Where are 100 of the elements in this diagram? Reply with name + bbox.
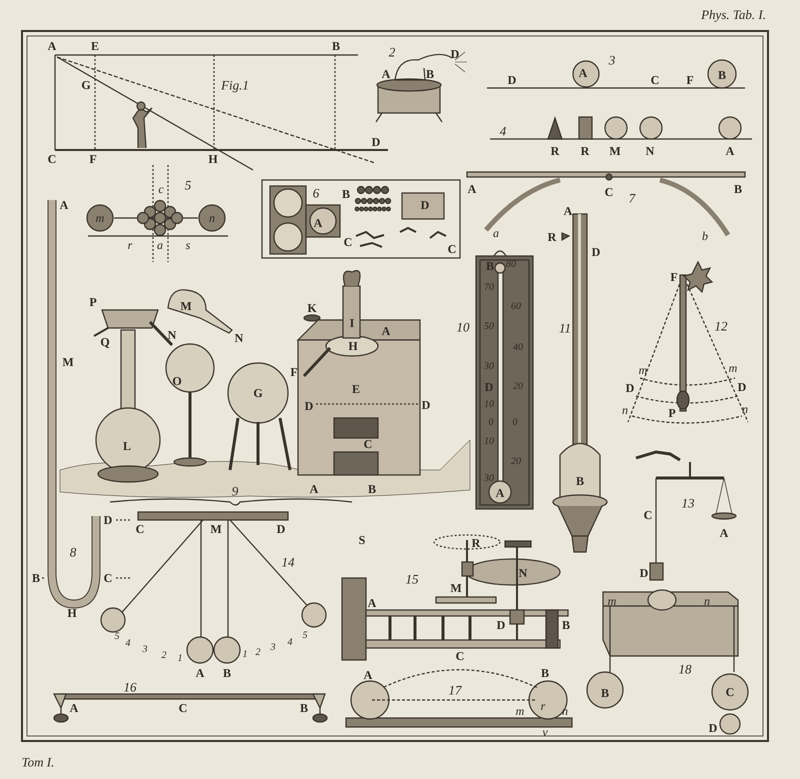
figure-letter: B: [368, 483, 376, 495]
figure-letter: C: [644, 509, 652, 521]
scale-number: 40: [513, 343, 523, 353]
figure-letter: P: [89, 296, 97, 308]
figure-letter: M: [180, 300, 192, 312]
figure-letter: m: [638, 364, 648, 376]
figure-letter: D: [276, 523, 286, 535]
figure-letter: A: [368, 597, 376, 609]
scale-number: 30: [484, 362, 494, 372]
figure-letter: m: [516, 705, 524, 717]
figure-letter: n: [622, 404, 628, 416]
figure-letter: B: [734, 183, 742, 195]
figure-letter: a: [493, 227, 499, 239]
scale-number: 20: [513, 382, 523, 392]
figure-number: 7: [628, 192, 636, 204]
figure-letter: B: [576, 475, 584, 487]
figure-letter: m: [728, 362, 738, 374]
figure-number: 16: [124, 680, 136, 694]
figure-letter: c: [158, 183, 164, 195]
figure-letter: n: [742, 403, 748, 415]
figure-number: Fig.1: [221, 78, 249, 92]
figure-letter: C: [344, 236, 352, 248]
scale-number: 4: [126, 639, 130, 649]
figure-letter: n: [704, 595, 710, 607]
figure-number: 15: [406, 572, 418, 586]
figure-letter: C: [178, 702, 188, 714]
figure-number: 14: [282, 556, 294, 568]
figure-letter: E: [91, 40, 99, 52]
figure-letter: Q: [100, 336, 110, 348]
figure-letter: S: [358, 534, 366, 546]
figure-letter: s: [186, 239, 190, 251]
figure-letter: v: [542, 726, 548, 738]
figure-letter: D: [450, 48, 460, 60]
figure-letter: D: [592, 246, 600, 258]
figure-letter: A: [70, 702, 78, 714]
scale-number: 70: [484, 283, 494, 293]
figure-number: 2: [388, 46, 396, 58]
figure-letter: R: [550, 145, 560, 157]
scale-number: 3: [142, 645, 148, 655]
figure-letter: H: [67, 607, 77, 619]
figure-letter: n: [209, 212, 215, 224]
figure-letter: A: [196, 667, 204, 679]
figure-letter: D: [508, 74, 516, 86]
figure-letter: C: [448, 243, 456, 255]
scale-number: 5: [302, 631, 308, 641]
figure-letter: M: [62, 356, 74, 368]
figure-letter: P: [668, 407, 676, 419]
figure-letter: B: [426, 68, 434, 80]
figure-number: 3: [608, 54, 616, 66]
figure-number: 5: [184, 178, 192, 192]
scale-number: 1: [242, 650, 248, 660]
figure-letter: H: [348, 340, 358, 352]
figure-letter: A: [468, 183, 476, 195]
scale-number: 10: [484, 400, 494, 410]
figure-letter: b: [702, 230, 708, 242]
figure-letter: A: [314, 217, 322, 229]
figure-letter: A: [382, 325, 390, 337]
figure-letter: B: [541, 667, 549, 679]
figure-number: 9: [232, 484, 238, 498]
figure-letter: M: [450, 582, 462, 594]
scale-number: 30: [484, 474, 494, 484]
scale-number: 60: [511, 302, 521, 312]
figure-number: 13: [682, 496, 694, 510]
figure-letter: O: [172, 375, 182, 387]
volume-mark: Tom I.: [22, 756, 54, 768]
figure-letter: C: [726, 686, 734, 698]
scale-number: 3: [270, 643, 276, 653]
figure-letter: r: [128, 239, 132, 251]
figure-letter: B: [32, 572, 40, 584]
scale-number: 80: [506, 260, 516, 270]
figure-number: 6: [312, 186, 320, 200]
scale-number: 20: [511, 457, 521, 467]
figure-letter: F: [290, 366, 298, 378]
figure-number: 10: [456, 320, 470, 334]
figure-letter: C: [650, 74, 660, 86]
scale-number: 0: [488, 418, 494, 428]
figure-letter: D: [496, 619, 506, 631]
figure-letter: m: [96, 212, 104, 224]
figure-letter: N: [646, 145, 654, 157]
figure-letter: M: [609, 145, 621, 157]
figure-letter: B: [601, 687, 609, 699]
figure-letter: A: [364, 669, 372, 681]
figure-letter: C: [364, 438, 372, 450]
figure-letter: D: [626, 382, 634, 394]
figure-number: 4: [500, 124, 506, 138]
figure-letter: C: [104, 572, 112, 584]
scale-number: 50: [484, 322, 494, 332]
scale-number: 2: [256, 648, 260, 658]
scale-number: 1: [178, 654, 182, 664]
figure-letter: C: [136, 523, 144, 535]
figure-letter: L: [123, 440, 131, 452]
figure-number: 18: [678, 662, 692, 676]
figure-letter: B: [486, 260, 494, 272]
figure-letter: R: [472, 537, 480, 549]
figure-letter: N: [168, 329, 176, 341]
figure-letter: D: [372, 136, 380, 148]
figure-letter: B: [342, 188, 350, 200]
figure-letter: D: [738, 381, 746, 393]
figure-letter: A: [60, 199, 68, 211]
figure-letter: G: [81, 79, 91, 91]
